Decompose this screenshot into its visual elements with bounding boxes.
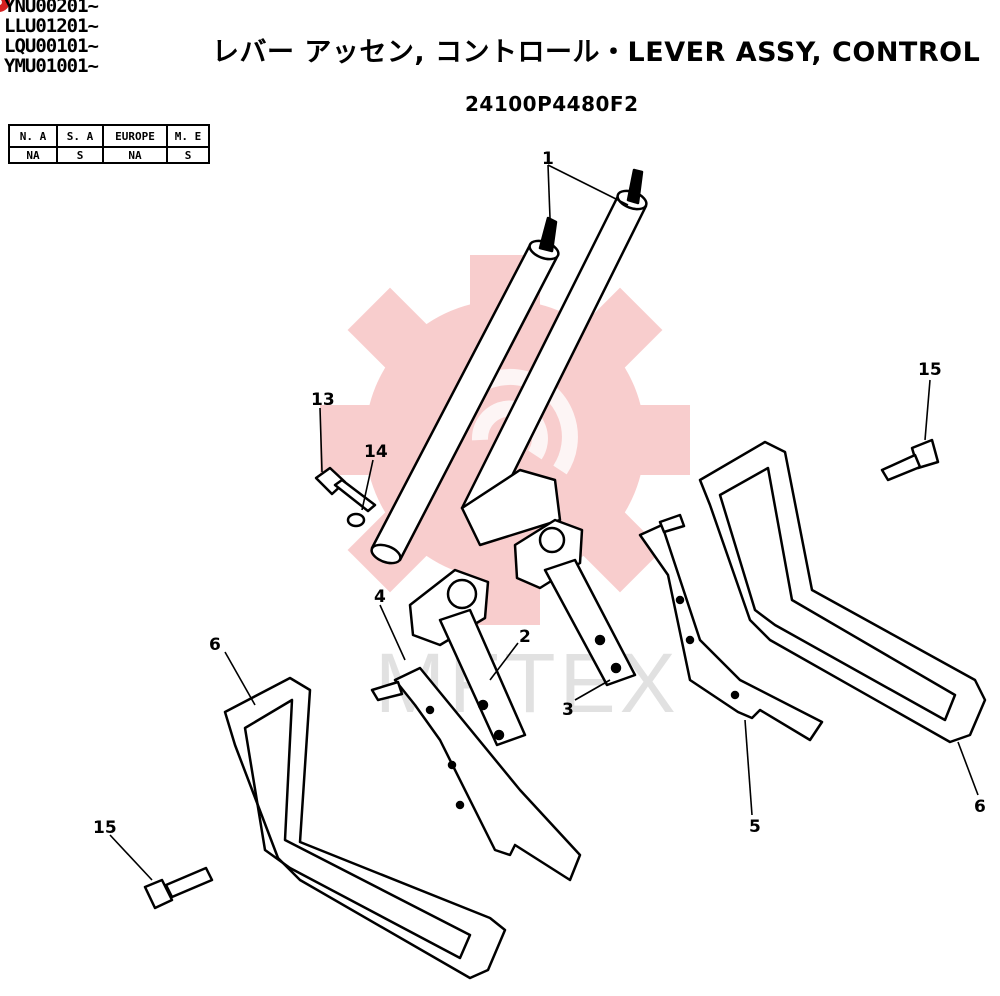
bolt-part-15-left (143, 866, 214, 910)
serial-number: YNU00201~ (4, 0, 99, 17)
region-header: S. A (56, 124, 104, 148)
callout-5: 5 (749, 817, 761, 837)
lever-rod-part-1a (370, 216, 560, 565)
serial-number: LLU01201~ (4, 15, 99, 37)
callout-6-left: 6 (209, 635, 221, 655)
callout-6-right: 6 (974, 797, 986, 817)
callout-1: 1 (542, 149, 554, 169)
serial-number-list: YNU00201~ LLU01201~ LQU00101~ YMU01001~ (4, 0, 99, 77)
serial-number: LQU00101~ (4, 35, 99, 57)
bolt-part-15-right (880, 438, 940, 482)
bolt-part-13 (314, 466, 377, 513)
callout-15-right: 15 (918, 360, 942, 380)
lever-bracket-part-2 (408, 568, 527, 747)
region-header: EUROPE (102, 124, 168, 148)
callout-3: 3 (562, 700, 574, 720)
region-value: NA (102, 146, 168, 164)
region-header: N. A (8, 124, 58, 148)
lever-bracket-part-3 (513, 518, 637, 687)
callout-15-left: 15 (93, 818, 117, 838)
region-value: S (166, 146, 210, 164)
region-table: N. A S. A EUROPE M. E NA S NA S (8, 124, 210, 164)
washer-part-14 (346, 512, 366, 528)
region-value: S (56, 146, 104, 164)
callout-2: 2 (519, 627, 531, 647)
part-number: 24100P4480F2 (465, 92, 639, 116)
foot-pedal-part-6-left (223, 676, 507, 980)
region-value: NA (8, 146, 58, 164)
region-header: M. E (166, 124, 210, 148)
callout-13: 13 (311, 390, 335, 410)
serial-number: YMU01001~ (4, 55, 99, 77)
pedal-arm-part-4 (370, 666, 582, 882)
callout-4: 4 (374, 587, 386, 607)
foot-pedal-part-6-right (698, 440, 987, 744)
lever-rod-part-1b (460, 168, 648, 547)
pedal-arm-part-5 (638, 513, 824, 742)
callout-14: 14 (364, 442, 388, 462)
diagram-title: レバー アッセン, コントロール・LEVER ASSY, CONTROL (212, 37, 981, 68)
page-badge: 6 (0, 0, 10, 12)
